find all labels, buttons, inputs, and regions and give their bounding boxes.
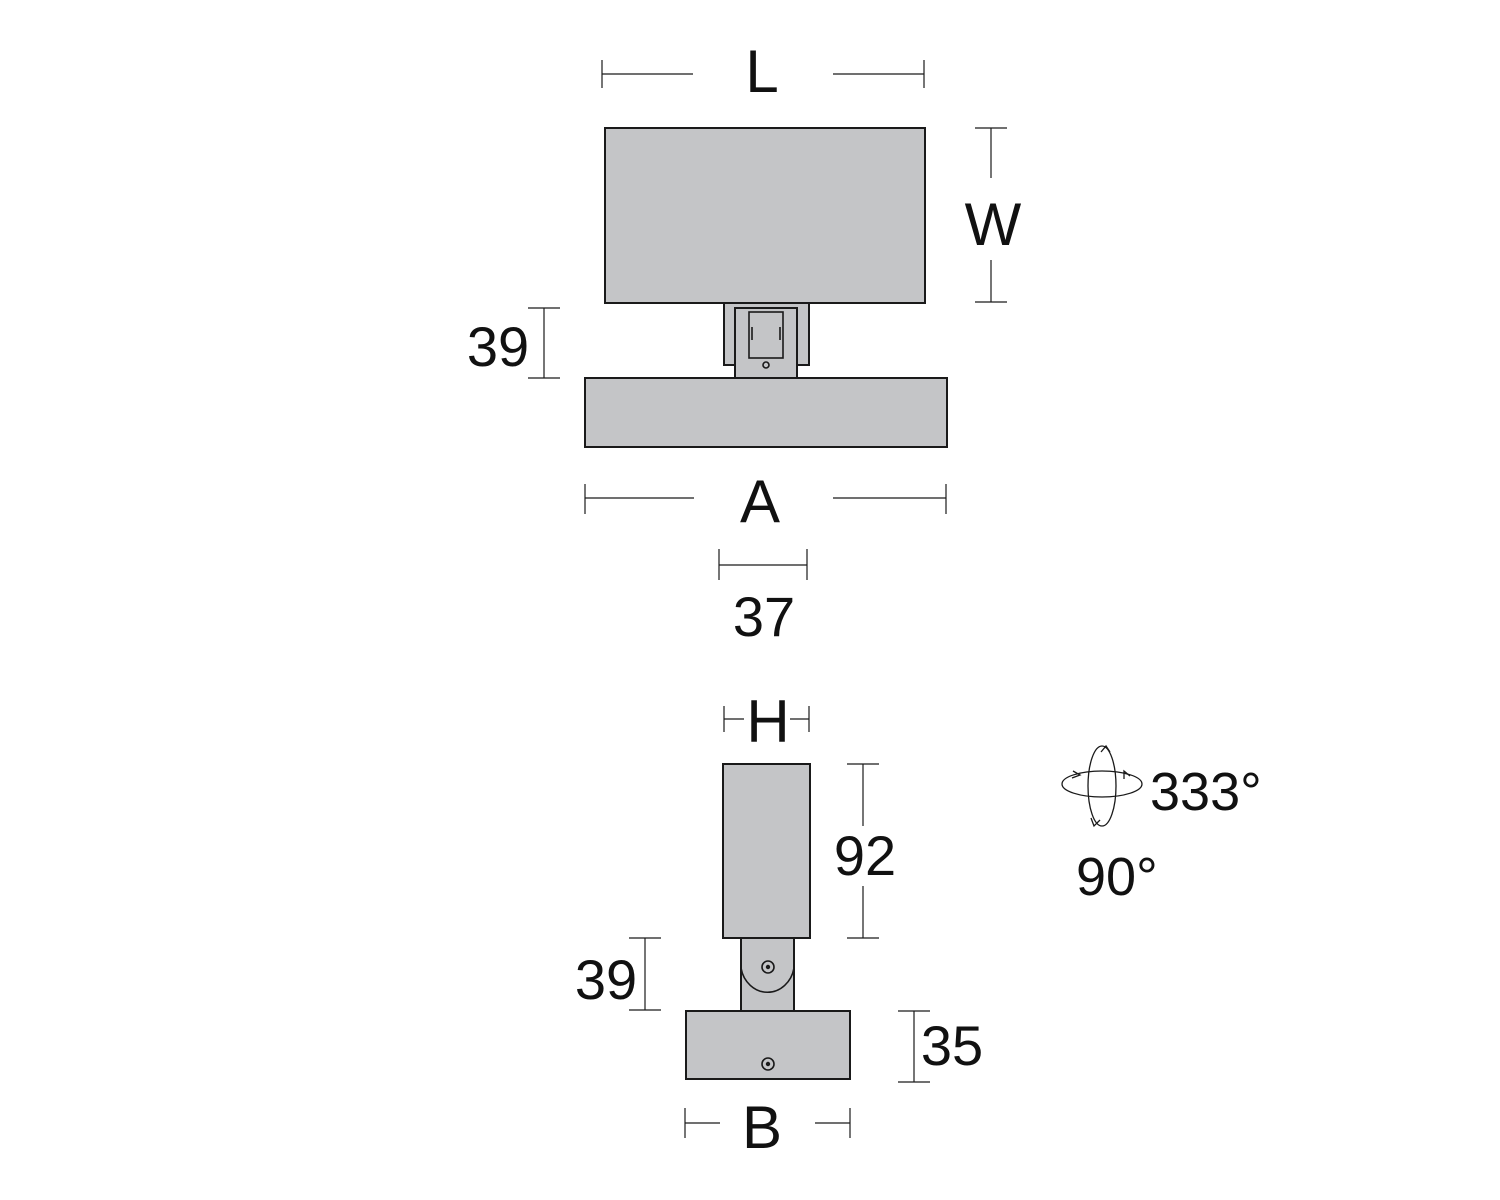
- arm-width-dimension: 37: [718, 549, 808, 648]
- base-height-label: 35: [921, 1014, 983, 1077]
- side-view: H 92 39: [575, 688, 983, 1161]
- arm-height-dimension-side: 39: [575, 937, 661, 1011]
- screw-icon: [762, 361, 770, 369]
- pivot-screw-icon: [761, 960, 775, 974]
- head-height-label: 92: [834, 824, 896, 887]
- luminaire-head-side: [722, 763, 811, 939]
- top-view: L W 39: [467, 38, 1022, 648]
- horizontal-rotation-angle: 333°: [1150, 762, 1262, 822]
- length-label: L: [745, 38, 778, 105]
- width-dimension: W: [965, 127, 1022, 303]
- mounting-arm-side: [740, 937, 795, 1012]
- length-dimension: L: [601, 38, 925, 105]
- base-depth-label: B: [742, 1094, 782, 1161]
- width-label: W: [965, 191, 1022, 258]
- arm-height-label-side: 39: [575, 948, 637, 1011]
- arm-height-dimension-top: 39: [467, 307, 560, 379]
- base-length-dimension: A: [584, 468, 947, 535]
- base-screw-icon: [761, 1057, 775, 1071]
- base-length-label: A: [740, 468, 780, 535]
- base-height-dimension: 35: [898, 1010, 983, 1083]
- mounting-base-side: [685, 1010, 851, 1080]
- head-height-dimension: 92: [834, 763, 896, 939]
- arm-height-label-top: 39: [467, 315, 529, 378]
- head-depth-label: H: [746, 688, 789, 755]
- head-depth-dimension: H: [723, 688, 810, 755]
- base-depth-dimension: B: [684, 1094, 851, 1161]
- rotation-arrows-icon: [1061, 744, 1143, 828]
- mounting-base-top: [584, 377, 948, 448]
- vertical-rotation-angle: 90°: [1076, 847, 1158, 907]
- mounting-arm-top: [723, 302, 810, 379]
- rotation-symbol: 333° 90°: [1061, 744, 1262, 907]
- arm-width-label: 37: [733, 585, 795, 648]
- luminaire-head-top: [604, 127, 926, 304]
